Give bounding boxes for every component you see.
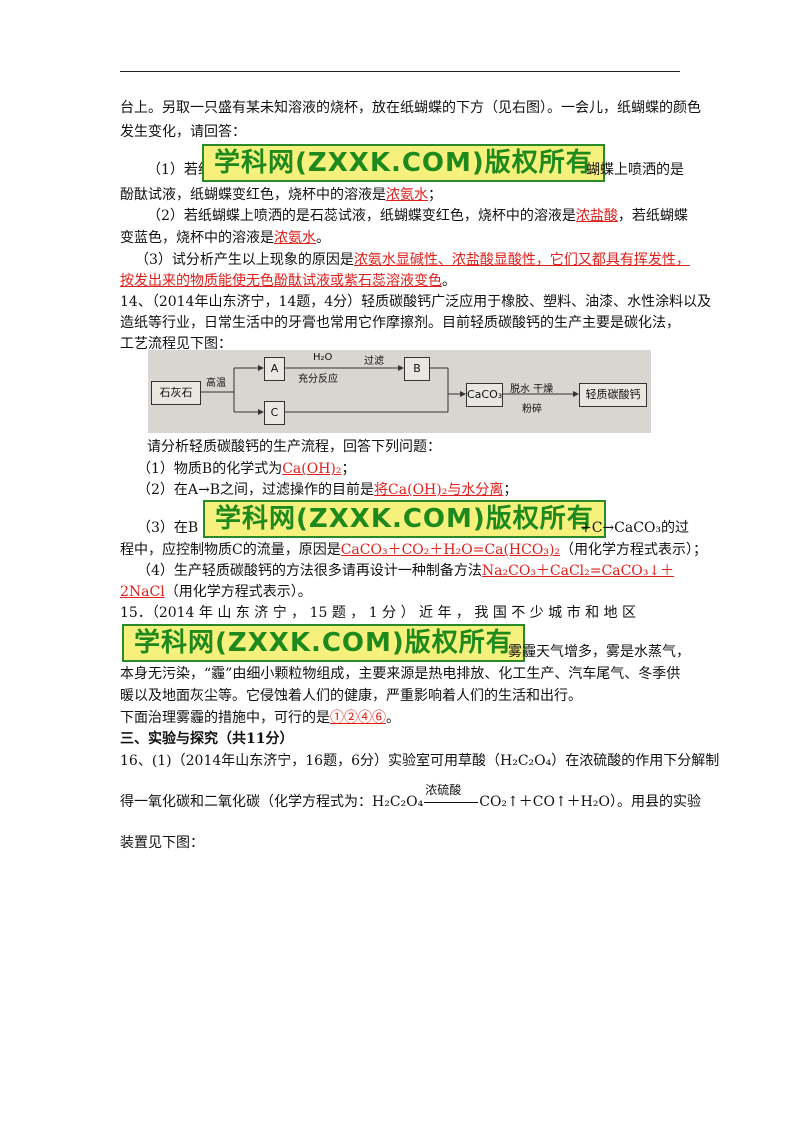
text-line: 发生变化，请回答：	[120, 124, 246, 140]
q16-post: CO₂↑＋CO↑＋H₂O）。用县的实验	[479, 794, 701, 810]
q14-1-post: ；	[341, 461, 356, 477]
box-a: A	[264, 357, 285, 381]
watermark-1: 学科网(ZXXK.COM)版权所有	[202, 144, 605, 182]
q2-line: （2）若纸蝴蝶上喷洒的是石蕊试液，纸蝴蝶变红色，烧杯中的溶液是浓盐酸，若纸蝴蝶	[147, 206, 688, 226]
q14-3-post: （用化学方程式表示）；	[560, 542, 708, 558]
water-label: H₂O	[313, 352, 333, 363]
q2-answer: 浓盐酸	[575, 208, 618, 224]
q1-line: （1）若纸	[147, 160, 212, 180]
q14-2-post: ；	[503, 482, 518, 498]
q14-line2: 造纸等行业，日常生活中的牙膏也常用它作摩擦剂。目前轻质碳酸钙的生产主要是碳化法，	[120, 315, 680, 331]
q14-1-text: （1）物质B的化学式为	[137, 461, 283, 477]
q16-condition: 浓硫酸	[425, 783, 462, 797]
dewater-label: 脱水 干燥	[510, 384, 554, 395]
q3-answer-b: 按发出来的物质能使无色酚酞试液或紫石蕊溶液变色	[120, 273, 442, 289]
q14-line1: 14、（2014年山东济宁，14题，4分）轻质碳酸钙广泛应用于橡胶、塑料、油漆、…	[120, 294, 712, 310]
q14-2: （2）在A→B之间，过滤操作的目前是将Ca(OH)₂与水分离；	[137, 480, 517, 500]
watermark-3: 学科网(ZXXK.COM)版权所有	[122, 624, 525, 662]
q14-intro: 请分析轻质碳酸钙的生产流程，回答下列问题：	[147, 439, 441, 455]
q14-4-answer: Na₂CO₃＋CaCl₂=CaCO₃↓＋	[481, 563, 675, 579]
q2-text: （2）若纸蝴蝶上喷洒的是石蕊试液，纸蝴蝶变红色，烧杯中的溶液是	[147, 208, 576, 224]
product-box: 轻质碳酸钙	[579, 383, 647, 407]
q2-text2: 变蓝色，烧杯中的溶液是	[120, 230, 274, 246]
q15-post: 。	[386, 710, 400, 726]
q14-3-line2: 程中，应控制物质C的流量，原因是CaCO₃＋CO₂＋H₂O=Ca(HCO₃)₂（…	[120, 540, 707, 560]
q1-line2: 酚酞试液，纸蝴蝶变红色，烧杯中的溶液是浓氨水；	[120, 185, 442, 205]
q3-line: （3）试分析产生以上现象的原因是浓氨水显碱性、浓盐酸显酸性，它们又都具有挥发性，	[135, 250, 690, 270]
q14-2-text: （2）在A→B之间，过滤操作的目前是	[137, 482, 375, 498]
q1-text: 酚酞试液，纸蝴蝶变红色，烧杯中的溶液是	[120, 187, 386, 203]
section-3-heading: 三、实验与探究（共11分）	[120, 731, 294, 747]
q15-suffix: 雾霾天气增多，雾是水蒸气，	[508, 644, 690, 660]
q14-4-line2: 2NaCl（用化学方程式表示）。	[120, 582, 312, 602]
react-label: 充分反应	[298, 374, 338, 385]
q14-4-answer2: 2NaCl	[120, 584, 165, 600]
q14-4-text: （4）生产轻质碳酸钙的方法很多请再设计一种制备方法	[137, 563, 482, 579]
header-rule	[120, 71, 680, 72]
q2-answer2: 浓氨水	[274, 230, 316, 246]
q1-post: ；	[428, 187, 442, 203]
watermark-2: 学科网(ZXXK.COM)版权所有	[203, 500, 606, 538]
q16-reaction-arrow: 浓硫酸	[423, 783, 479, 812]
box-c: C	[264, 401, 285, 425]
q14-4-post: （用化学方程式表示）。	[164, 584, 312, 600]
crush-label: 粉碎	[522, 404, 542, 415]
q3-answer-a: 浓氨水显碱性、浓盐酸显酸性，它们又都具有挥发性，	[353, 252, 690, 268]
q14-3-answer: CaCO₃＋CO₂＋H₂O=Ca(HCO₃)₂	[340, 542, 561, 558]
q16-line1: 16、(1)（2014年山东济宁，16题，6分）实验室可用草酸（H₂C₂O₄）在…	[120, 753, 720, 769]
q3-post: 。	[442, 273, 456, 289]
q14-1: （1）物质B的化学式为Ca(OH)₂；	[137, 459, 355, 479]
q2-post2: 。	[316, 230, 330, 246]
q16-arrow-line	[424, 801, 479, 803]
text-line: 台上。另取一只盛有某未知溶液的烧杯，放在纸蝴蝶的下方（见右图）。一会儿，纸蝴蝶的…	[120, 100, 701, 116]
q14-4: （4）生产轻质碳酸钙的方法很多请再设计一种制备方法Na₂CO₃＋CaCl₂=Ca…	[137, 561, 674, 581]
q15-line5: 下面治理雾霾的措施中，可行的是①②④⑥。	[120, 708, 400, 728]
q1-prefix: （1）若纸	[147, 162, 212, 178]
q16-text: 得一氧化碳和二氧化碳（化学方程式为：H₂C₂O₄	[120, 794, 424, 810]
filter-label: 过滤	[364, 356, 384, 367]
q14-line3: 工艺流程见下图：	[120, 336, 232, 352]
q14-2-answer: 将Ca(OH)₂与水分离	[374, 482, 504, 498]
box-b: B	[404, 357, 430, 381]
q2-line2: 变蓝色，烧杯中的溶液是浓氨水。	[120, 228, 330, 248]
q15-answer: ①②④⑥	[330, 710, 386, 726]
q15-text: 下面治理雾霾的措施中，可行的是	[120, 710, 330, 726]
q15-line4: 暖以及地面灰尘等。它侵蚀着人们的健康，严重影响着人们的生活和出行。	[120, 688, 582, 704]
q3-text: （3）试分析产生以上现象的原因是	[135, 252, 354, 268]
q14-3-prefix: （3）在B	[137, 520, 199, 536]
q1-suffix: 蝴蝶上喷洒的是	[586, 162, 684, 178]
q15-line3: 本身无污染，“霾”由细小颗粒物组成，主要来源是热电排放、化工生产、汽车尾气、冬季…	[120, 666, 681, 682]
q14-3-suffix: +C→CaCO₃的过	[580, 520, 690, 536]
flow-arrows	[200, 365, 579, 415]
process-flow-diagram: 石灰石 高温 A H₂O 充分反应 过滤 B C CaCO₃ 脱水 干燥 粉碎 …	[148, 350, 651, 433]
q2-post: ，若纸蝴蝶	[617, 208, 688, 224]
q14-1-answer: Ca(OH)₂	[282, 461, 342, 477]
q3-line2: 按发出来的物质能使无色酚酞试液或紫石蕊溶液变色。	[120, 271, 456, 291]
q16-line3: 装置见下图：	[120, 835, 204, 851]
q14-3-text: 程中，应控制物质C的流量，原因是	[120, 542, 341, 558]
limestone-box: 石灰石	[151, 381, 201, 405]
high-temp-label: 高温	[206, 378, 226, 389]
q15-line1: 15．（2014 年 山 东 济 宁 ， 15 题 ， 1 分 ） 近 年 ， …	[120, 605, 636, 621]
caco3-box: CaCO₃	[466, 383, 503, 407]
q1-answer: 浓氨水	[386, 187, 428, 203]
